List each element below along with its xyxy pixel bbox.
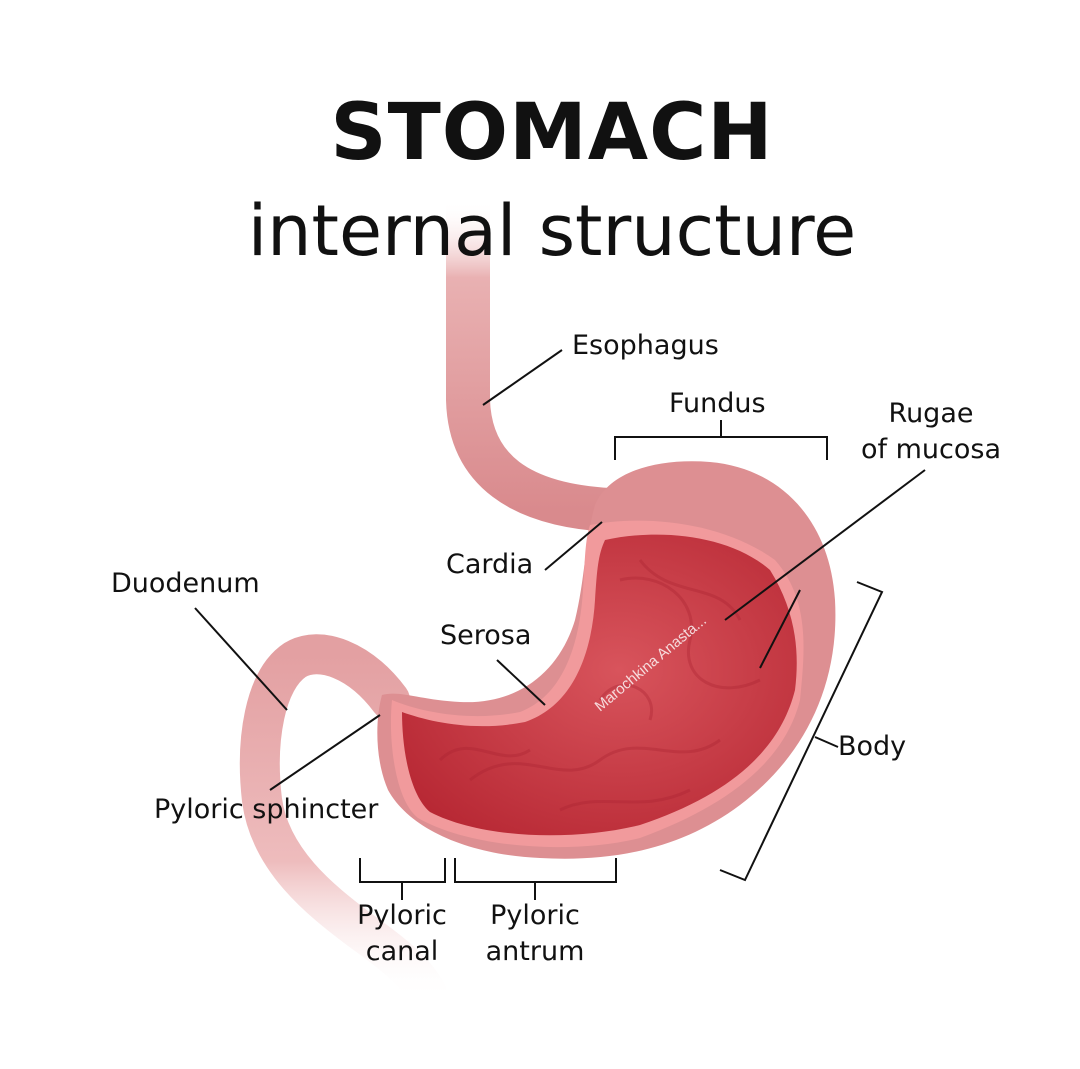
diagram-subtitle: internal structure (247, 190, 857, 272)
label-cardia: Cardia (446, 549, 534, 580)
label-pyloric-canal-line2: canal (365, 936, 439, 967)
label-pyloric-antrum: Pyloric antrum (475, 898, 595, 970)
mucosa-cavity (402, 534, 797, 836)
label-pyloric-antrum-line2: antrum (485, 936, 585, 967)
label-rugae-line2: of mucosa (861, 434, 1001, 465)
diagram-title: STOMACH (330, 88, 774, 178)
label-pyloric-canal: Pyloric canal (352, 898, 452, 970)
label-pyloric-canal-line1: Pyloric (357, 900, 447, 931)
rugae-folds (438, 559, 761, 812)
label-esophagus: Esophagus (572, 330, 719, 361)
esophagus-shape (446, 200, 612, 532)
label-serosa: Serosa (440, 620, 532, 651)
label-pyloric-antrum-line1: Pyloric (490, 900, 580, 931)
label-body: Body (838, 731, 907, 762)
label-duodenum: Duodenum (111, 568, 260, 599)
leader-lines (194, 349, 926, 900)
label-pyloric-sphincter: Pyloric sphincter (154, 794, 379, 825)
label-fundus: Fundus (669, 388, 766, 419)
label-rugae-line1: Rugae (888, 398, 974, 429)
duodenum-shape (239, 634, 450, 1020)
label-rugae: Rugae of mucosa (858, 396, 1004, 468)
